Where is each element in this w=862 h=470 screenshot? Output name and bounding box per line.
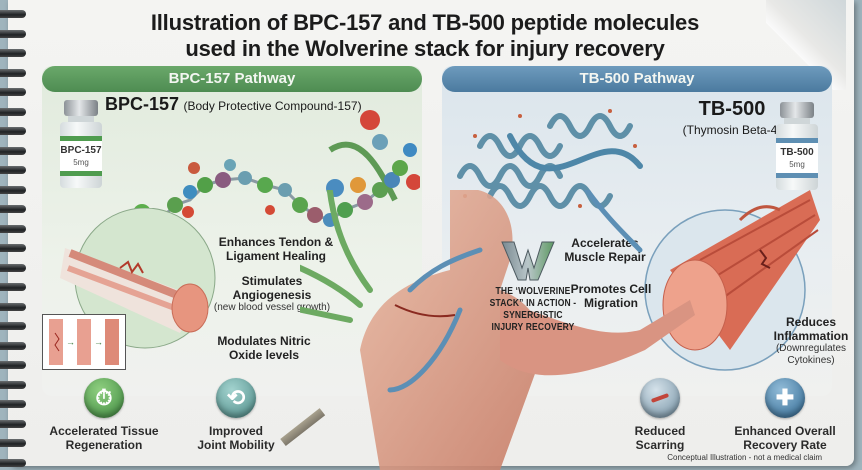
feature-title: Enhances Tendon & Ligament Healing xyxy=(218,235,334,263)
feature-subtitle: (new blood vessel growth) xyxy=(213,302,331,313)
feature-muscle-repair: Accelerates Muscle Repair xyxy=(560,236,650,264)
spiral-coil xyxy=(0,49,26,57)
compound-full-name: (Body Protective Compound-157) xyxy=(183,99,362,113)
wolverine-stack-caption: THE ‘WOLVERINE STACK” IN ACTION - SYNERG… xyxy=(489,286,577,333)
bpc157-vial: BPC-157 5mg xyxy=(58,100,104,190)
spiral-coil xyxy=(0,127,26,135)
feature-reduces-inflammation: Reduces Inflammation (Downregulates Cyto… xyxy=(766,315,856,367)
vial-name: TB-500 xyxy=(780,147,814,158)
svg-text:→: → xyxy=(66,337,75,347)
svg-text:→: → xyxy=(94,337,103,347)
feature-title: Promotes Cell Migration xyxy=(570,282,652,310)
spiral-coil xyxy=(0,29,26,38)
spiral-coil xyxy=(0,341,26,350)
muscle-fiber-illustration xyxy=(644,190,820,371)
spiral-coil xyxy=(0,146,26,155)
spiral-coil xyxy=(0,380,26,389)
benefit-label: Enhanced Overall Recovery Rate xyxy=(734,424,836,452)
disclaimer: Conceptual Illustration - not a medical … xyxy=(667,453,822,462)
tendon-healing-inset: → → xyxy=(42,314,126,370)
spiral-coil xyxy=(0,166,26,174)
title-line-1: Illustration of BPC-157 and TB-500 pepti… xyxy=(150,10,700,35)
spiral-coil xyxy=(0,10,26,18)
vial-name: BPC-157 xyxy=(60,145,102,156)
spiral-coil xyxy=(0,224,26,233)
compound-name: TB-500 xyxy=(698,98,766,120)
bpc157-pathway-header: BPC-157 Pathway xyxy=(42,66,422,92)
joint-icon: ⟲ xyxy=(216,378,256,418)
benefit-label: Reduced Scarring xyxy=(634,424,686,452)
tb500-pathway-header: TB-500 Pathway xyxy=(442,66,832,92)
feature-title: Reduces Inflammation xyxy=(773,315,849,343)
benefit-label: Accelerated Tissue Regeneration xyxy=(49,424,159,452)
benefit-joint-mobility: ⟲ Improved Joint Mobility xyxy=(176,378,296,452)
spiral-coil xyxy=(0,88,26,96)
page-title: Illustration of BPC-157 and TB-500 pepti… xyxy=(60,10,790,62)
feature-title: Accelerates Muscle Repair xyxy=(564,236,646,264)
feature-cell-migration: Promotes Cell Migration xyxy=(566,282,656,310)
vial-dose: 5mg xyxy=(789,160,805,169)
feature-nitric-oxide: Modulates Nitric Oxide levels xyxy=(216,334,312,362)
human-figure-illustration xyxy=(300,190,695,470)
spiral-coil xyxy=(0,107,26,116)
feature-title: Modulates Nitric Oxide levels xyxy=(217,334,311,362)
feature-title: Stimulates Angiogenesis xyxy=(232,274,312,302)
benefit-overall-recovery: ✚ Enhanced Overall Recovery Rate xyxy=(730,378,840,452)
wolverine-logo-icon xyxy=(501,241,555,281)
medical-cross-icon: ✚ xyxy=(765,378,805,418)
benefit-reduced-scarring: Reduced Scarring xyxy=(600,378,720,452)
bpc157-molecule-icon xyxy=(133,110,420,227)
tb500-vial: TB-500 5mg xyxy=(774,102,820,192)
benefit-tissue-regeneration: ⏱ Accelerated Tissue Regeneration xyxy=(44,378,164,452)
tb500-compound-title: TB-500 (Thymosin Beta-4) xyxy=(682,98,782,139)
spiral-coil xyxy=(0,244,26,252)
feature-angiogenesis: Stimulates Angiogenesis (new blood vesse… xyxy=(212,274,332,314)
tendon-illustration xyxy=(60,208,216,349)
feature-tendon-healing: Enhances Tendon & Ligament Healing xyxy=(206,235,346,263)
vial-dose: 5mg xyxy=(73,158,89,167)
compound-name: BPC-157 xyxy=(105,94,180,114)
spiral-coil xyxy=(0,185,26,194)
bpc157-compound-title: BPC-157 (Body Protective Compound-157) xyxy=(105,94,362,115)
spiral-coil xyxy=(0,263,26,272)
spiral-coil xyxy=(0,419,26,428)
title-line-2: used in the Wolverine stack for injury r… xyxy=(185,36,665,61)
compound-full-name: (Thymosin Beta-4) xyxy=(682,123,782,137)
spiral-coil xyxy=(0,400,26,408)
spiral-binding xyxy=(0,4,28,467)
spiral-coil xyxy=(0,205,26,213)
spiral-coil xyxy=(0,283,26,291)
scar-icon xyxy=(640,378,680,418)
spiral-coil xyxy=(0,322,26,330)
spiral-coil xyxy=(0,302,26,311)
stopwatch-icon: ⏱ xyxy=(84,378,124,418)
spiral-coil xyxy=(0,68,26,77)
spiral-coil xyxy=(0,439,26,447)
spiral-coil xyxy=(0,458,26,467)
benefit-label: Improved Joint Mobility xyxy=(197,424,275,452)
tb500-protein-icon xyxy=(457,109,643,209)
spiral-coil xyxy=(0,361,26,369)
feature-subtitle: (Downregulates Cytokines) xyxy=(775,343,847,366)
